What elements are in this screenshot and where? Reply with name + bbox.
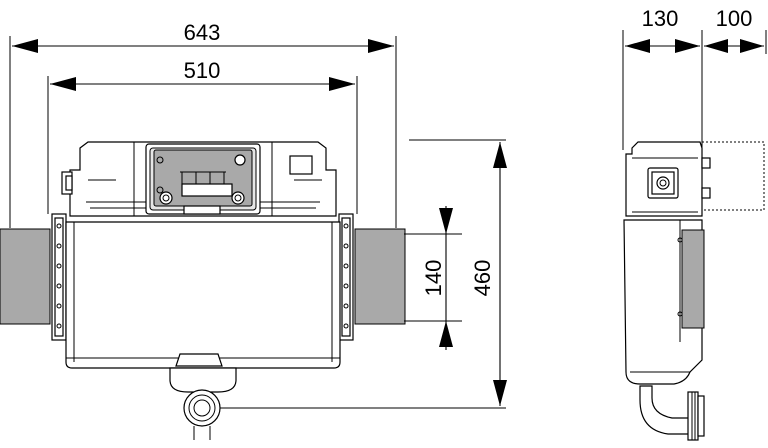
dim-label-140: 140 — [421, 260, 446, 297]
dim-label-460: 460 — [470, 260, 495, 297]
optional-depth-outline — [701, 141, 765, 211]
right-mounting-bracket — [354, 228, 406, 325]
dimension-140: 140 — [421, 206, 453, 350]
dim-label-510: 510 — [184, 58, 221, 83]
dimension-130: 130 — [625, 6, 700, 53]
side-view: 130 100 — [622, 6, 767, 441]
side-tank — [623, 219, 705, 385]
front-view: 643 510 — [0, 20, 507, 440]
dim-label-100: 100 — [716, 6, 753, 31]
dimension-643: 643 — [12, 20, 394, 53]
dimension-460: 460 — [470, 142, 507, 406]
flush-control-panel — [145, 143, 261, 215]
dim-label-643: 643 — [184, 20, 221, 45]
side-valve-icon — [656, 176, 670, 190]
right-valve-screw-icon — [231, 191, 245, 205]
dimension-100: 100 — [704, 6, 764, 53]
left-mounting-bracket — [0, 228, 51, 325]
adjust-knob-icon — [234, 154, 246, 166]
drain-outlet — [169, 353, 237, 440]
cistern-tank — [65, 221, 341, 369]
left-valve-screw-icon — [159, 191, 173, 205]
side-upper-module — [625, 141, 711, 217]
side-mounting-bracket — [681, 229, 705, 329]
dim-label-130: 130 — [642, 6, 679, 31]
left-frame-leg — [51, 213, 67, 341]
dimension-510: 510 — [50, 58, 355, 91]
side-drain-elbow — [639, 385, 705, 441]
right-frame-leg — [338, 213, 354, 341]
